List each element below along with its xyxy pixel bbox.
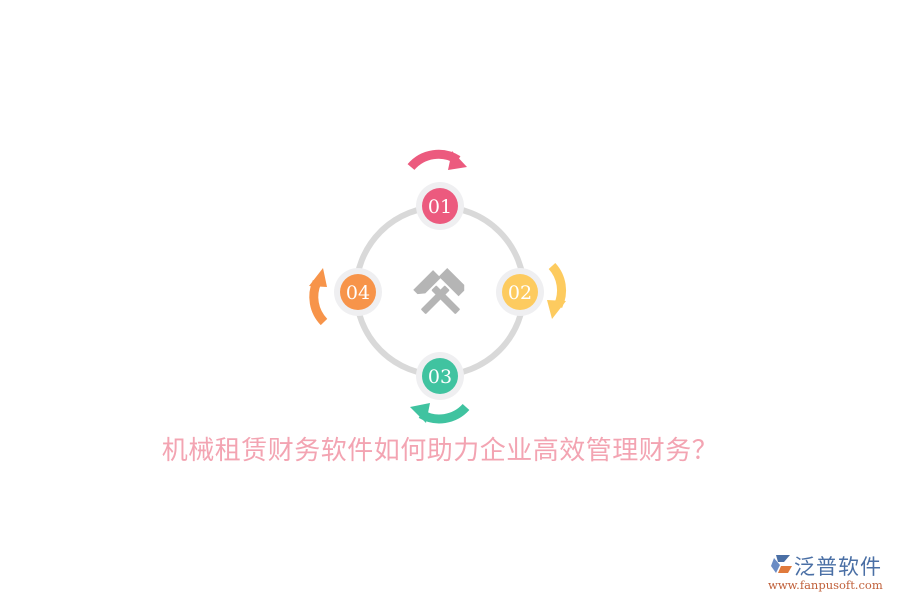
crossed-hammers-icon (413, 267, 465, 314)
logo-name: 泛普软件 (794, 555, 882, 579)
svg-text:04: 04 (346, 282, 370, 304)
arrow-02-clockwise-icon (547, 262, 567, 319)
brand-logo[interactable]: 泛普软件 www.fanpusoft.com (768, 551, 896, 597)
arrow-04-clockwise-icon (309, 268, 328, 326)
node-02: 02 (496, 268, 544, 316)
logo-url: www.fanpusoft.com (768, 578, 883, 592)
svg-text:02: 02 (508, 282, 532, 304)
arrow-01-clockwise-icon (407, 149, 467, 171)
node-03: 03 (416, 352, 464, 400)
svg-text:01: 01 (428, 196, 452, 218)
logo-mark-icon (771, 555, 792, 573)
node-04: 04 (334, 268, 382, 316)
arrow-03-clockwise-icon (410, 403, 470, 424)
page-title: 机械租赁财务软件如何助力企业高效管理财务？ (161, 436, 719, 466)
svg-text:03: 03 (428, 366, 452, 388)
node-01: 01 (416, 182, 464, 230)
